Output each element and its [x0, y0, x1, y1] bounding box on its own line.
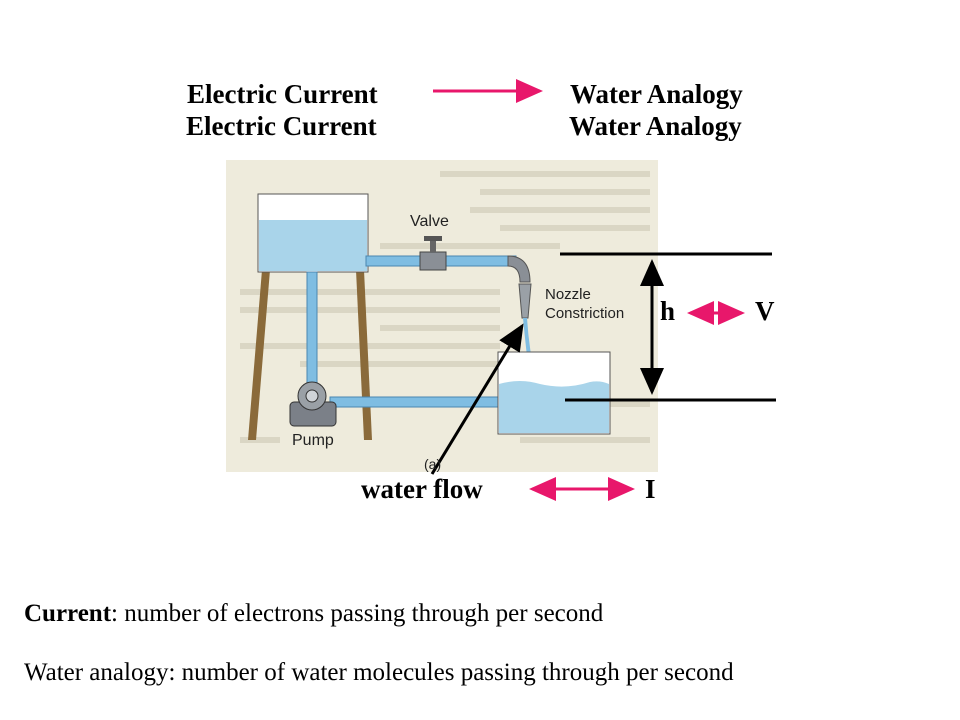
- water-flow-label: water flow: [361, 474, 483, 504]
- pump-label: Pump: [292, 432, 334, 449]
- current-definition-text: : number of electrons passing through pe…: [111, 600, 604, 627]
- water-stream: [523, 318, 536, 380]
- water-flow-pointer: [430, 323, 524, 475]
- lower-tank-water: [499, 381, 609, 433]
- heading-water-analogy-1: Water Analogy: [570, 79, 743, 109]
- nozzle-label: Nozzle: [545, 286, 591, 303]
- heading-electric-current-2: Electric Current: [186, 111, 377, 141]
- current-definition: Current: number of electrons passing thr…: [24, 600, 603, 628]
- valve: [419, 236, 447, 271]
- nozzle: [518, 283, 532, 319]
- upper-tank-water: [259, 220, 367, 271]
- valve-label: Valve: [410, 213, 449, 230]
- voltage-symbol: V: [755, 296, 775, 326]
- pump: [289, 381, 337, 427]
- current-term: Current: [24, 600, 112, 627]
- constriction-label: Constriction: [545, 305, 625, 322]
- faint-text-lines: [240, 171, 650, 443]
- current-symbol: I: [645, 474, 656, 504]
- pipe-elbow: [507, 255, 531, 283]
- water-analogy-definition: Water analogy: number of water molecules…: [24, 659, 734, 686]
- height-symbol: h: [660, 296, 676, 326]
- figure-label: (a): [424, 456, 442, 472]
- heading-electric-current-1: Electric Current: [187, 79, 378, 109]
- heading-water-analogy-2: Water Analogy: [569, 111, 742, 141]
